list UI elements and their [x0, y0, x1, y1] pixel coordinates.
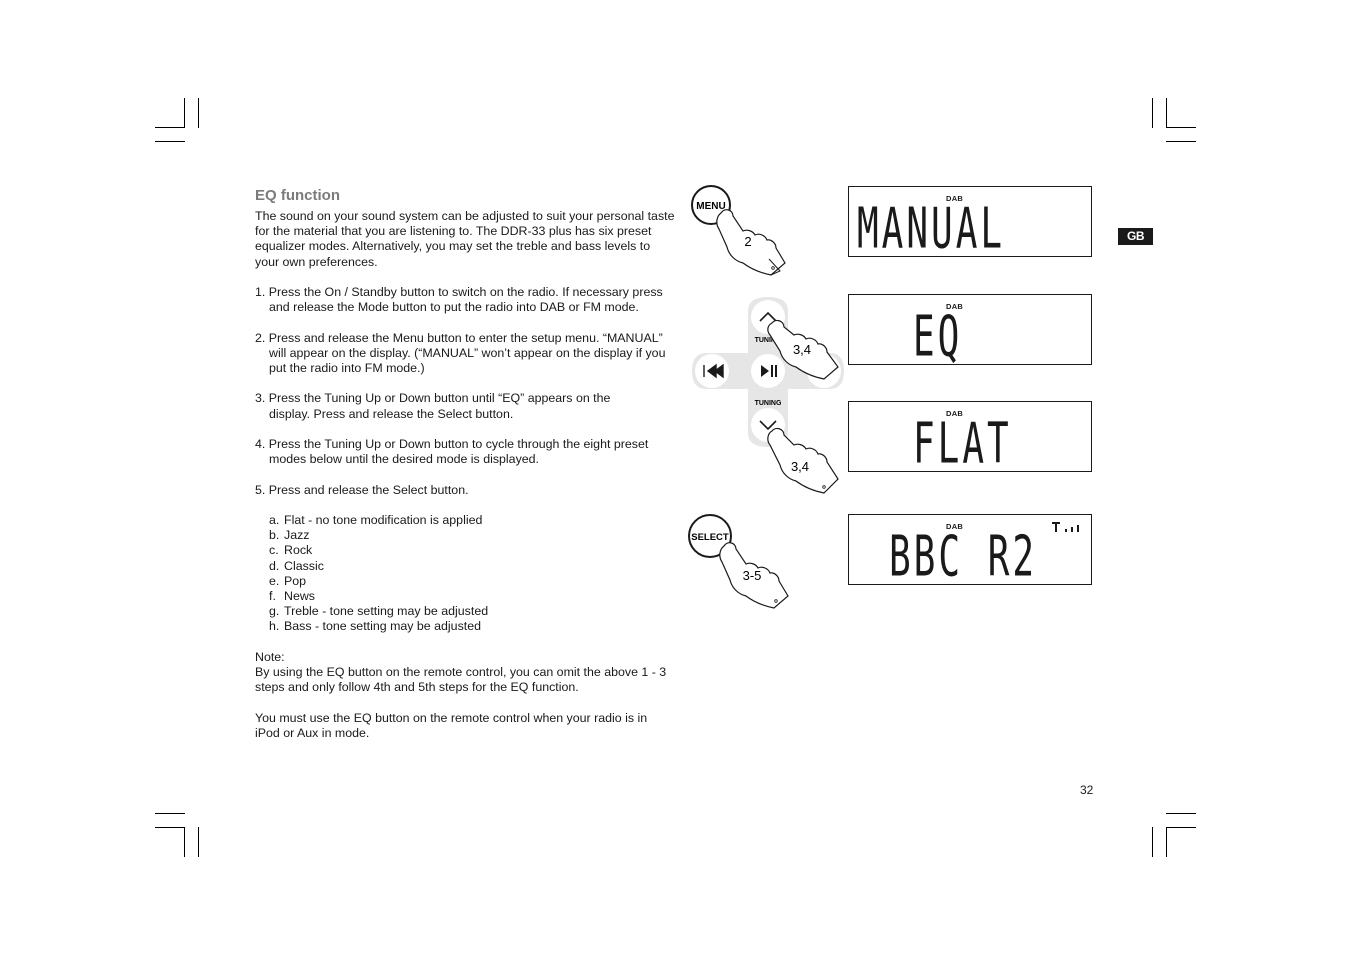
note-label: Note:: [255, 649, 285, 664]
eq-mode-item: f.News: [269, 588, 315, 603]
previous-icon: [703, 363, 724, 379]
step-4: 4. Press the Tuning Up or Down button to…: [255, 436, 649, 467]
crop-mark: [1152, 827, 1153, 857]
lcd-display-station: DAB BBC R2: [848, 514, 1092, 585]
eq-mode-item: g.Treble - tone setting may be adjusted: [269, 604, 489, 619]
eq-mode-list: a.Flat - no tone modification is applied…: [255, 513, 675, 635]
lcd-text: EQ: [913, 304, 963, 369]
crop-mark: [1166, 141, 1196, 142]
play-pause-icon: [761, 365, 769, 377]
eq-mode-item: a.Flat - no tone modification is applied: [269, 512, 483, 527]
crop-mark: [184, 98, 185, 128]
finger-step-label: 3,4: [793, 342, 811, 357]
select-button-label: SELECT: [691, 532, 729, 543]
pointing-finger-icon: [716, 209, 786, 276]
eq-mode-item: e.Pop: [269, 573, 307, 588]
chevron-up-icon: [759, 311, 777, 322]
eq-mode-item: h.Bass - tone setting may be adjusted: [269, 619, 481, 634]
step-2: 2. Press and release the Menu button to …: [255, 330, 666, 375]
menu-button-illustration: MENU 2: [691, 185, 786, 276]
pointing-finger-icon: [719, 542, 789, 609]
finger-step-label: 3,4: [791, 459, 809, 474]
crop-mark: [155, 141, 185, 142]
instructions-column: EQ function The sound on your sound syst…: [255, 187, 675, 741]
crop-mark: [198, 827, 199, 857]
crop-mark: [155, 827, 185, 828]
select-button-illustration: SELECT 3-5: [688, 514, 789, 609]
crop-mark: [1166, 98, 1167, 128]
pointing-finger-icon: [767, 427, 839, 494]
crop-mark: [184, 827, 185, 857]
step-5: 5. Press and release the Select button.: [255, 482, 469, 497]
chevron-down-icon: [759, 420, 777, 431]
section-title: EQ function: [255, 187, 340, 204]
tuning-pad-illustration: TUNING TUNING 3,4 3,4: [692, 297, 844, 494]
language-tag: GB: [1118, 228, 1153, 245]
finger-step-label: 2: [744, 234, 751, 249]
intro-paragraph: The sound on your sound system can be ad…: [255, 209, 675, 269]
finger-step-label: 3-5: [743, 568, 762, 583]
lcd-text: BBC R2: [889, 524, 1038, 589]
pointing-finger-icon: [767, 319, 839, 380]
crop-mark: [155, 813, 185, 814]
tuning-up-label: TUNING: [755, 337, 782, 344]
dab-indicator: DAB: [946, 409, 964, 418]
lcd-text: FLAT: [913, 411, 1012, 476]
crop-mark: [1166, 127, 1196, 128]
eq-mode-item: b.Jazz: [269, 528, 310, 543]
crop-mark: [1166, 813, 1196, 814]
select-button[interactable]: [688, 514, 732, 558]
dab-indicator: DAB: [946, 302, 964, 311]
menu-button-label: MENU: [696, 201, 725, 212]
step-3: 3. Press the Tuning Up or Down button un…: [255, 391, 611, 421]
crop-mark: [1166, 827, 1196, 828]
lcd-display-eq: DAB EQ: [848, 294, 1092, 365]
dab-indicator: DAB: [946, 522, 964, 531]
crop-mark: [1166, 827, 1167, 857]
crop-mark: [198, 98, 199, 128]
page-number: 32: [1080, 783, 1094, 797]
lcd-display-flat: DAB FLAT: [848, 401, 1092, 472]
tuning-down-label: TUNING: [755, 400, 782, 407]
dab-indicator: DAB: [946, 194, 964, 203]
crop-mark: [155, 127, 185, 128]
signal-strength-icon: [1052, 522, 1081, 532]
step-1: 1. Press the On / Standby button to swit…: [255, 285, 663, 315]
eq-mode-item: d.Classic: [269, 558, 324, 573]
lcd-text: MANUAL: [857, 196, 1006, 261]
note-text-2: You must use the EQ button on the remote…: [255, 710, 648, 740]
eq-mode-item: c.Rock: [269, 543, 313, 558]
note-text-1: By using the EQ button on the remote con…: [255, 664, 667, 695]
lcd-display-manual: DAB MANUAL: [848, 186, 1092, 257]
crop-mark: [1152, 98, 1153, 128]
